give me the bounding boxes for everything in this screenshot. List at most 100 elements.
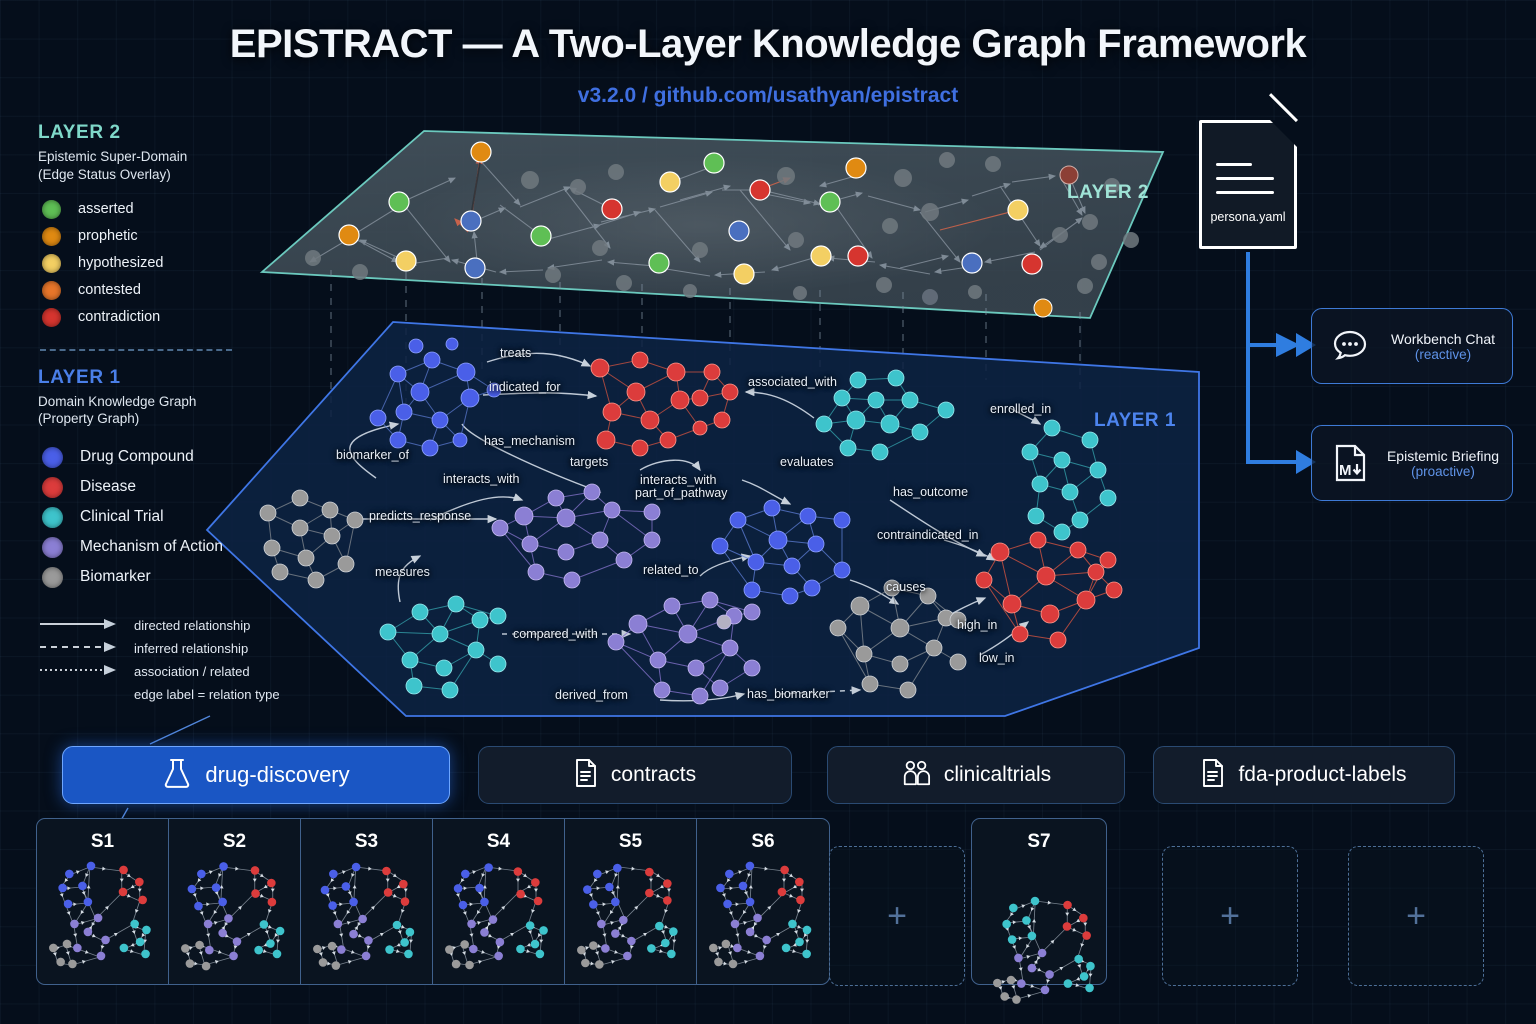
domain-button-label: clinicaltrials: [943, 763, 1052, 786]
edge-label-interacts_with: interacts_with: [640, 473, 717, 487]
people-icon: [901, 759, 931, 792]
plus-icon: +: [887, 897, 907, 935]
dashed-arrow-icon: [38, 640, 122, 658]
layer1-subtitle: Domain Knowledge Graph (Property Graph): [38, 393, 308, 429]
layer1-plane-tag: LAYER 1: [1094, 410, 1176, 431]
cluster-biomarker-lower: [829, 579, 967, 699]
status-dot-asserted: [42, 199, 61, 219]
cluster-drug-compound-center: [711, 499, 851, 605]
snapshot-label: S2: [222, 831, 247, 852]
layer2-subtitle: Epistemic Super-Domain (Edge Status Over…: [38, 148, 308, 184]
snapshot-S5[interactable]: S5: [565, 819, 697, 984]
snapshot-label: S6: [751, 831, 775, 852]
snapshot-mini-graph: [313, 862, 415, 970]
domain-button-label: fda-product-labels: [1238, 763, 1407, 786]
snapshot-S1[interactable]: S1: [37, 819, 169, 984]
legend-divider: [40, 348, 232, 351]
snapshot-S3[interactable]: S3: [301, 819, 433, 984]
legend-node-mechanism-of-action: Mechanism of Action: [38, 532, 308, 562]
legend-status-asserted: asserted: [38, 196, 308, 223]
persona-flow-arrows: [1246, 252, 1300, 464]
snapshot-mini-graph: [445, 863, 548, 970]
edge-label-indicated_for: indicated_for: [489, 380, 561, 394]
edge-style-label: directed relationship: [134, 618, 251, 634]
flask-icon: [162, 757, 192, 794]
edge-label-enrolled_in: enrolled_in: [990, 402, 1052, 416]
edge-label-predicts_response: predicts_response: [369, 509, 472, 523]
legend-status-prophetic: prophetic: [38, 223, 308, 250]
node-dot: [42, 476, 63, 498]
page-title: EPISTRACT — A Two-Layer Knowledge Graph …: [229, 22, 1307, 66]
snapshot-S2[interactable]: S2: [169, 819, 301, 984]
domain-button-drug-discovery[interactable]: drug-discovery: [62, 746, 450, 804]
node-type-label: Drug Compound: [80, 448, 194, 466]
cluster-drug-compound: [369, 337, 502, 457]
edge-label-targets: targets: [570, 455, 609, 469]
snapshot-S6[interactable]: S6: [697, 819, 829, 984]
domain-button-bar: drug-discovery contracts clinicaltrials fda…: [0, 746, 1536, 808]
edge-label-high_in: high_in: [957, 618, 998, 632]
domain-button-label: drug-discovery: [205, 762, 350, 787]
layer1-heading: LAYER 1: [38, 366, 121, 388]
domain-button-label: contracts: [610, 763, 697, 786]
edge-label-evaluates: evaluates: [780, 455, 834, 469]
domain-button-contracts[interactable]: contracts: [478, 746, 792, 804]
node-type-label: Biomarker: [80, 568, 151, 586]
legend-status-contested: contested: [38, 277, 308, 304]
edge-label-treats: treats: [500, 346, 532, 360]
domain-button-clinicaltrials[interactable]: clinicaltrials: [827, 746, 1125, 804]
status-dot-hypothesized: [42, 253, 61, 273]
edge-label-has_mechanism: has_mechanism: [484, 434, 576, 448]
layer2-subtitle-line2: (Edge Status Overlay): [38, 166, 171, 182]
markdown-down-icon: M: [1326, 439, 1374, 487]
legend-panel: LAYER 2 Epistemic Super-Domain (Edge Sta…: [38, 122, 308, 702]
snapshot-mini-graph: [181, 862, 285, 971]
layer2-edges: [309, 157, 1086, 278]
layer1-plane: [205, 321, 1200, 717]
status-label: contested: [78, 282, 141, 299]
layer2-dark-edges: [469, 155, 482, 223]
output-workbench-chat[interactable]: Workbench Chat (reactive): [1311, 308, 1513, 384]
snapshot-label: S1: [90, 831, 115, 852]
layer2-heading: LAYER 2: [38, 122, 121, 143]
edge-style-legend: directed relationship inferred relationsh…: [38, 614, 308, 683]
node-dot: [42, 536, 63, 558]
snapshot-S7[interactable]: S7: [971, 818, 1107, 1004]
snapshot-mini-graph: [49, 861, 151, 969]
status-label: hypothesized: [78, 255, 164, 272]
legend-node-disease: Disease: [38, 472, 308, 502]
edge-label-biomarker_of: biomarker_of: [336, 448, 409, 462]
svg-text:M: M: [1339, 462, 1352, 479]
snapshot-label: S7: [1027, 831, 1051, 852]
output-epistemic-briefing[interactable]: M Epistemic Briefing (proactive): [1311, 425, 1513, 501]
chat-bubble-icon: [1326, 322, 1374, 370]
cluster-disease-right: [975, 531, 1123, 649]
snapshot-empty-slot-2[interactable]: +: [1162, 846, 1298, 986]
layer2-plane-tag: LAYER 2: [1067, 182, 1149, 203]
page-subtitle: v3.2.0 / github.com/usathyan/epistract: [577, 84, 959, 107]
plus-icon: +: [1220, 897, 1240, 935]
snapshot-label: S3: [354, 831, 379, 852]
domain-button-fda-product-labels[interactable]: fda-product-labels: [1153, 746, 1455, 804]
node-type-label: Clinical Trial: [80, 508, 164, 526]
doc-line-1: [1216, 163, 1252, 166]
persona-file-card[interactable]: persona.yaml: [1199, 93, 1298, 249]
layer-connector-lines: [330, 270, 1081, 424]
legend-status-contradiction: contradiction: [38, 304, 308, 331]
legend-edge-dashed: inferred relationship: [38, 637, 308, 660]
cluster-clinical-trial-right: [1021, 419, 1117, 541]
solid-arrow-icon: [38, 617, 122, 635]
output-briefing-text: Epistemic Briefing (proactive): [1380, 448, 1512, 479]
node-type-label: Mechanism of Action: [80, 538, 224, 556]
node-dot: [42, 566, 63, 588]
layer1-inferred-edges: [502, 629, 862, 695]
layer1-subtitle-line1: Domain Knowledge Graph: [38, 393, 197, 409]
persona-filename: persona.yaml: [1210, 210, 1286, 224]
output-chat-text: Workbench Chat (reactive): [1380, 331, 1512, 362]
snapshot-empty-slot-3[interactable]: +: [1348, 846, 1484, 986]
snapshot-empty-slot-1[interactable]: +: [829, 846, 965, 986]
snapshot-S4[interactable]: S4: [433, 819, 565, 984]
edge-label-part_of_pathway: part_of_pathway: [635, 486, 728, 500]
legend-node-drug-compound: Drug Compound: [38, 442, 308, 472]
